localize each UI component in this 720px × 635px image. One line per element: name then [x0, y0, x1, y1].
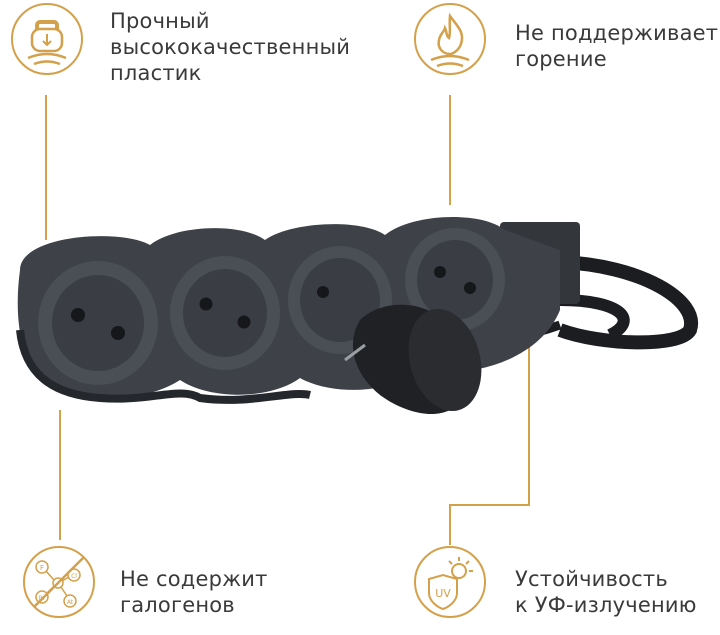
feature-line: к УФ-излучению [515, 593, 697, 617]
feature-line: Устойчивость [515, 567, 668, 591]
feature-line: галогенов [120, 593, 235, 617]
feature-halogen-free: Не содержит галогенов [120, 566, 268, 618]
feature-line: высококачественный [110, 35, 351, 59]
plug [344, 304, 482, 415]
feature-uv-resistance: Устойчивость к УФ-излучению [515, 566, 697, 618]
feature-durable-plastic: Прочный высококачественный пластик [110, 8, 350, 86]
atom-label: At [67, 599, 74, 606]
leader-lines [45, 95, 530, 545]
feature-line: Не поддерживает [515, 21, 719, 45]
feature-flame-retardant: Не поддерживает горение [515, 20, 718, 72]
feature-line: Прочный [110, 9, 210, 33]
atom-label: Cl [71, 573, 77, 580]
uv-label: UV [435, 587, 451, 600]
flame-icon [414, 3, 486, 75]
atom-label: F [40, 564, 44, 572]
uv-shield-icon: UV [414, 546, 486, 618]
feature-line: горение [515, 47, 607, 71]
feature-line: пластик [110, 61, 202, 85]
feature-line: Не содержит [120, 567, 268, 591]
molecule-crossed-icon: F Cl Br At [23, 546, 95, 618]
kettlebell-icon [11, 3, 83, 75]
